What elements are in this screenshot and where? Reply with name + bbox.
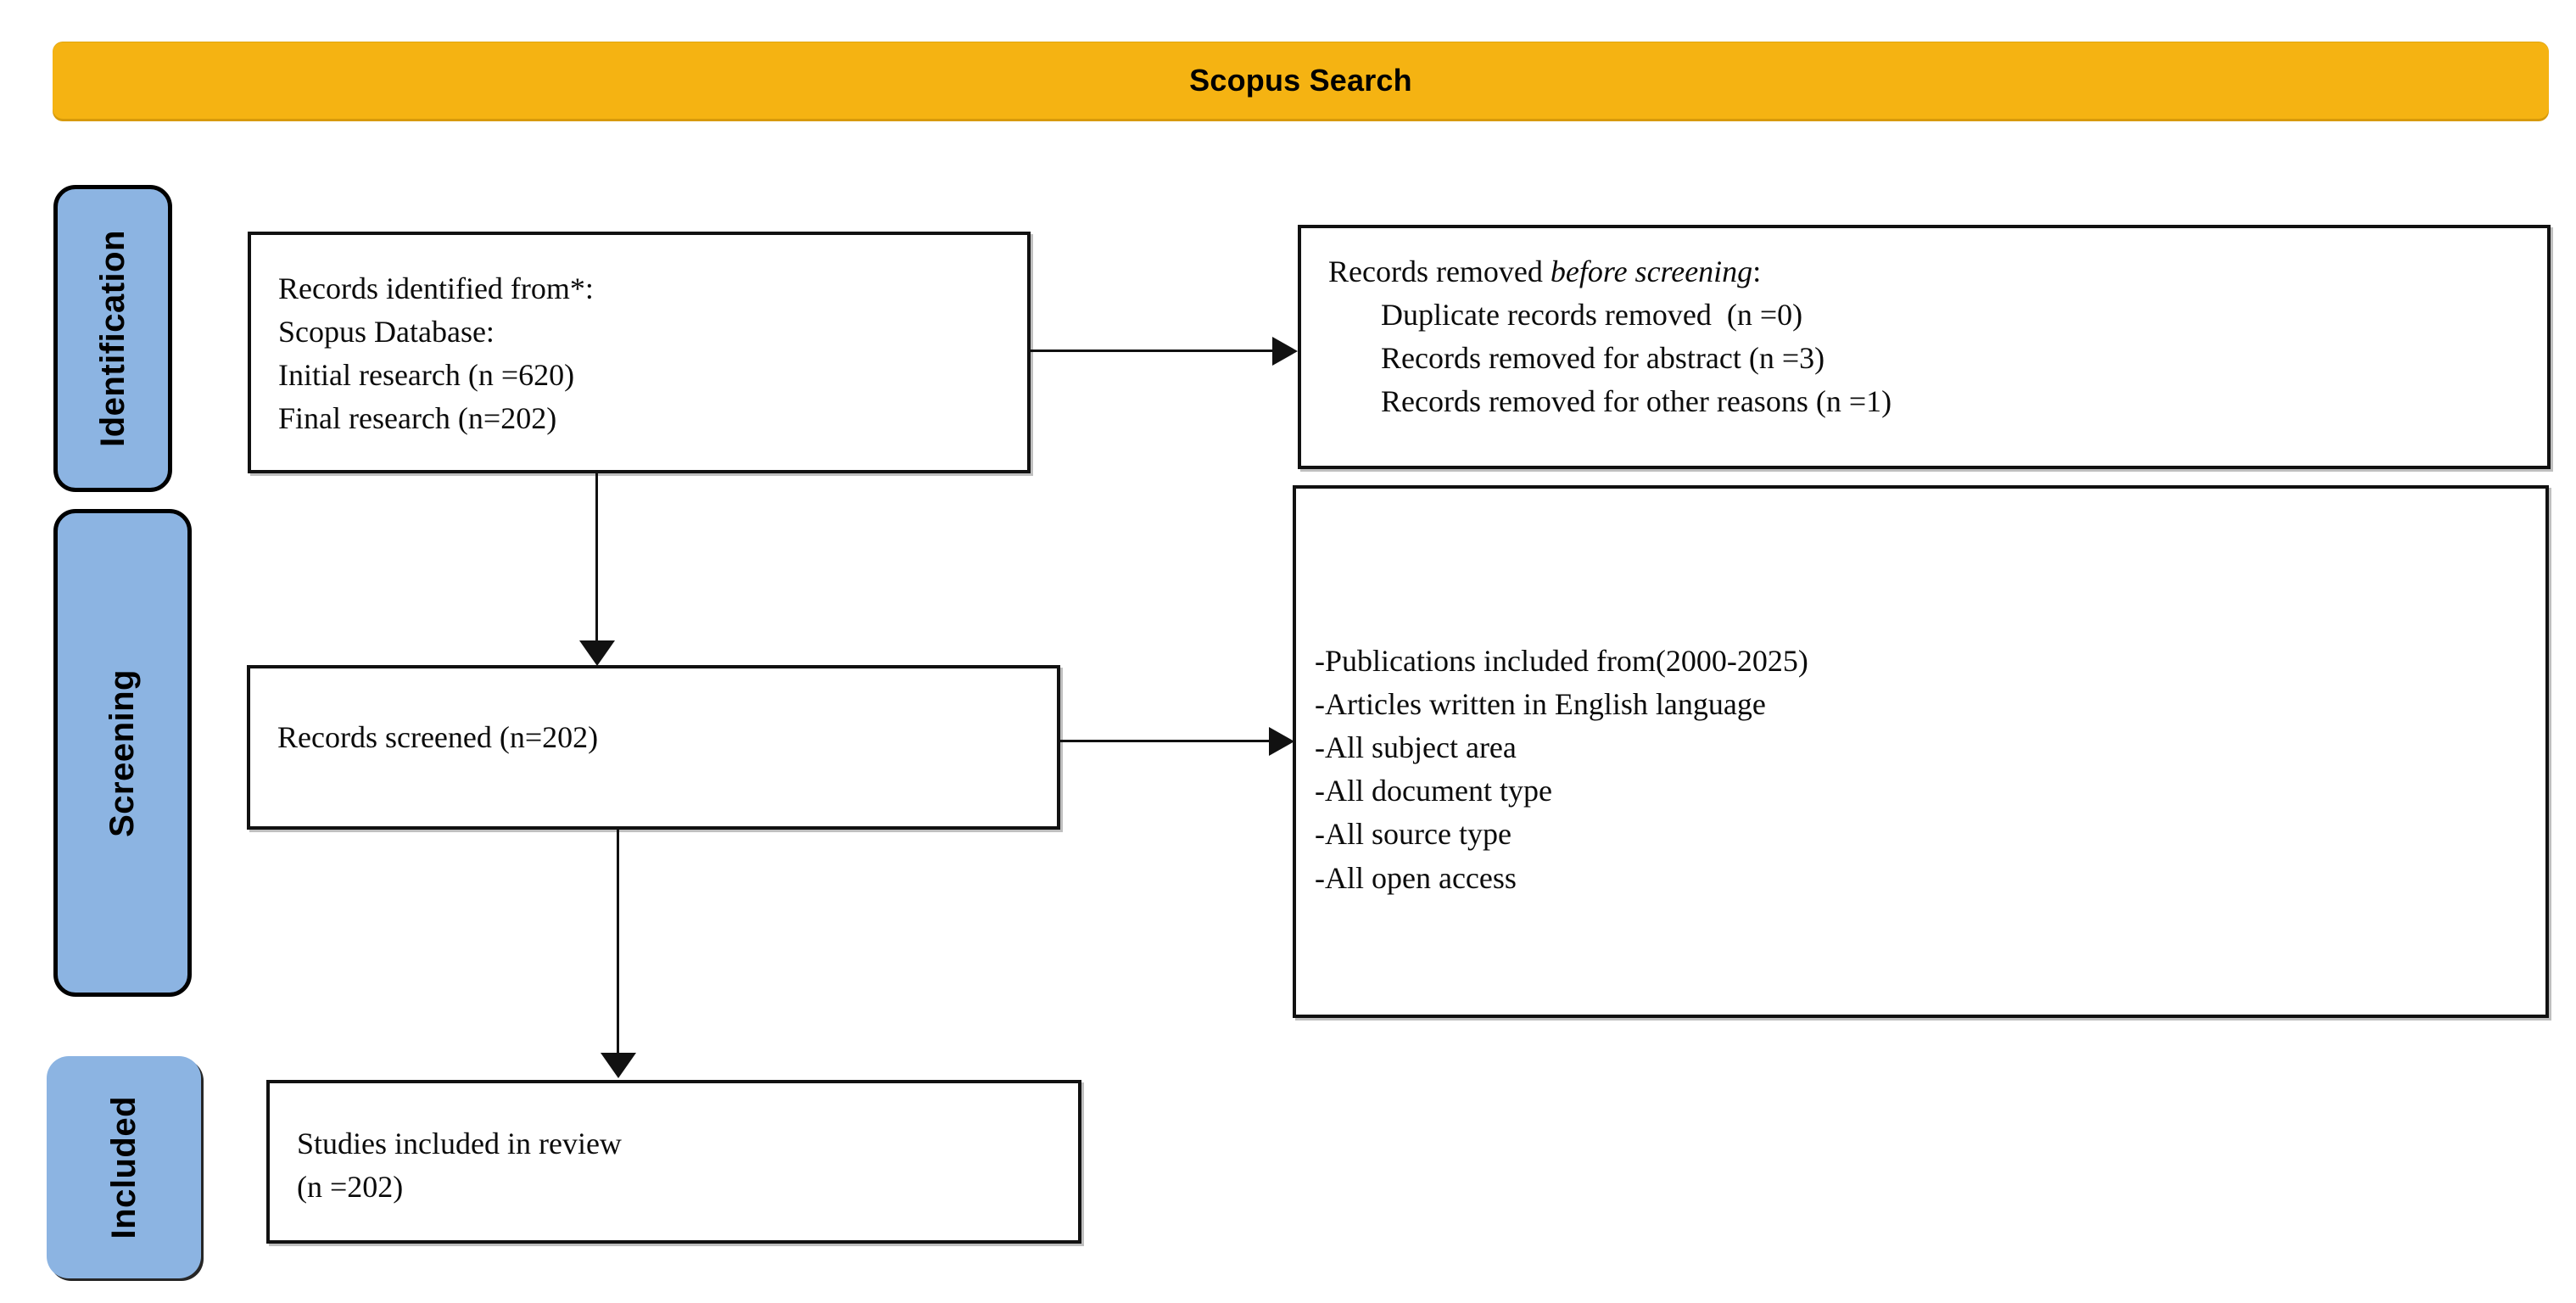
stage-label-included-text: Included	[104, 1095, 142, 1239]
stage-label-screening-text: Screening	[103, 668, 141, 837]
criteria-line: -Publications included from(2000-2025)	[1315, 644, 1808, 678]
box-line: Initial research (n =620)	[278, 358, 575, 393]
box-line: Scopus Database:	[278, 315, 495, 350]
box-studies-included: Studies included in review (n =202)	[266, 1080, 1081, 1244]
box-records-identified-content: Records identified from*: Scopus Databas…	[251, 267, 1027, 440]
stage-label-screening: Screening	[53, 509, 192, 997]
box-studies-included-content: Studies included in review (n =202)	[270, 1122, 1078, 1209]
box-inclusion-criteria: -Publications included from(2000-2025) -…	[1293, 485, 2549, 1018]
box-inclusion-criteria-content: -Publications included from(2000-2025) -…	[1296, 640, 2545, 900]
box-line: (n =202)	[297, 1170, 404, 1205]
stage-label-included: Included	[47, 1056, 201, 1278]
stage-label-identification-text: Identification	[93, 230, 131, 447]
box-line: Records screened (n=202)	[277, 720, 599, 754]
box-line: Final research (n=202)	[278, 401, 557, 436]
removed-title-tail: :	[1752, 254, 1762, 288]
arrow-down-icon	[601, 1053, 636, 1078]
stage-label-identification: Identification	[53, 185, 172, 492]
arrow-down-icon	[579, 640, 615, 666]
box-heading-line: Records removed before screening:	[1328, 250, 2520, 294]
arrow-right-icon	[1269, 727, 1294, 756]
criteria-line: -All open access	[1315, 860, 1517, 895]
removed-title-italic: before screening	[1550, 254, 1753, 288]
criteria-line: -All document type	[1315, 774, 1552, 808]
box-line: Duplicate records removed (n =0)	[1381, 298, 1803, 333]
box-records-screened-content: Records screened (n=202)	[250, 716, 1057, 759]
removed-title-plain: Records removed	[1328, 254, 1551, 288]
connector-screened-to-criteria-line	[1060, 740, 1272, 742]
connector-identified-to-screened-line	[595, 473, 598, 643]
box-line: Records removed for other reasons (n =1)	[1381, 384, 1892, 419]
connector-screened-to-included-line	[617, 830, 619, 1054]
arrow-right-icon	[1272, 337, 1298, 366]
box-line: Records removed for abstract (n =3)	[1381, 341, 1825, 376]
box-line: Studies included in review	[297, 1127, 622, 1160]
criteria-line: -Articles written in English language	[1315, 687, 1766, 722]
box-records-screened: Records screened (n=202)	[247, 665, 1060, 830]
header-banner: Scopus Search	[53, 42, 2549, 119]
box-line: Records identified from*:	[278, 271, 594, 305]
criteria-line: -All source type	[1315, 817, 1512, 852]
connector-identified-to-removed-line	[1031, 350, 1277, 352]
header-title: Scopus Search	[1189, 63, 1412, 98]
box-records-identified: Records identified from*: Scopus Databas…	[248, 232, 1031, 473]
criteria-line: -All subject area	[1315, 730, 1517, 765]
box-records-removed: Records removed before screening: Duplic…	[1298, 225, 2551, 469]
box-records-removed-content: Records removed before screening: Duplic…	[1301, 250, 2547, 423]
